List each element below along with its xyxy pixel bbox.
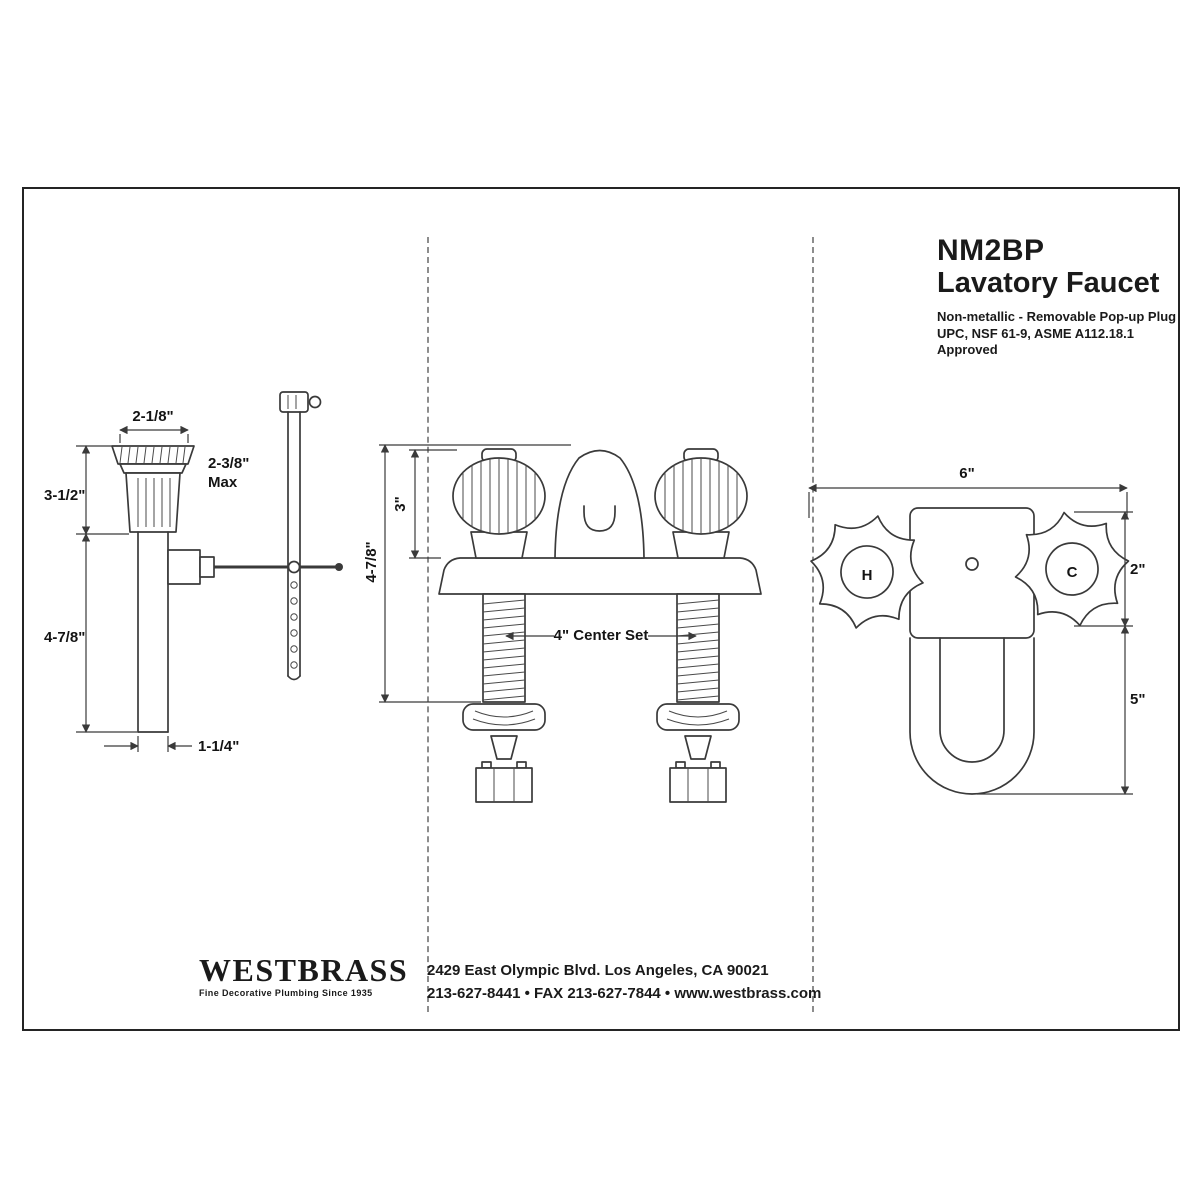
cold-handle-knob: C bbox=[1014, 511, 1130, 627]
model-number: NM2BP bbox=[937, 234, 1045, 267]
section-divider-left bbox=[427, 237, 429, 1012]
drain-depth-suffix-label: Max bbox=[208, 474, 238, 491]
product-subtitle: Non-metallic - Removable Pop-up Plug bbox=[937, 309, 1177, 325]
coupling-nut-right bbox=[669, 761, 727, 803]
pivot-nut bbox=[167, 549, 201, 585]
clevis-holes bbox=[290, 581, 298, 669]
spout-outer-outline bbox=[909, 637, 1035, 795]
faucet-deck bbox=[438, 557, 762, 595]
address-line: 2429 East Olympic Blvd. Los Angeles, CA … bbox=[427, 962, 769, 979]
product-name: Lavatory Faucet bbox=[937, 267, 1160, 299]
lock-washer-right bbox=[656, 703, 740, 731]
hot-handle-knob: H bbox=[810, 515, 924, 629]
center-set-label: 4" Center Set bbox=[554, 627, 649, 644]
drain-body bbox=[125, 472, 181, 533]
handle-left bbox=[452, 448, 546, 559]
cone-washer-right bbox=[684, 735, 712, 760]
handle-height-label: 3" bbox=[392, 496, 409, 511]
lock-washer-left bbox=[462, 703, 546, 731]
drain-body-slots bbox=[137, 478, 171, 527]
body-screw bbox=[965, 557, 979, 571]
spout-inner-outline bbox=[939, 637, 1005, 763]
clevis-screw bbox=[287, 560, 301, 574]
overall-height-label: 4-7/8" bbox=[363, 541, 380, 582]
faucet-spout bbox=[554, 449, 645, 559]
handle-depth-label: 2" bbox=[1130, 561, 1145, 578]
cone-washer-left bbox=[490, 735, 518, 760]
faucet-top-view-drawing: 6" H C 2" 5" bbox=[808, 465, 1145, 795]
drain-upper-height-label: 3-1/2" bbox=[44, 487, 85, 504]
title-block: NM2BP Lavatory Faucet Non-metallic - Rem… bbox=[937, 234, 1187, 358]
drain-top-diameter-label: 2-1/8" bbox=[132, 408, 173, 425]
section-divider-right bbox=[812, 237, 814, 1012]
shank-left bbox=[482, 593, 526, 703]
faucet-front-view-drawing: 4" Center Set 3" 4-7/8" bbox=[363, 444, 762, 803]
shank-right bbox=[676, 593, 720, 703]
drawing-frame: NM2BP Lavatory Faucet Non-metallic - Rem… bbox=[22, 187, 1180, 1031]
brand-tagline: Fine Decorative Plumbing Since 1935 bbox=[199, 988, 373, 998]
brand-name: WESTBRASS bbox=[199, 952, 409, 988]
handle-right bbox=[654, 448, 748, 559]
drain-depth-label: 2-3/8" bbox=[208, 455, 249, 472]
spout-outlet bbox=[583, 505, 616, 532]
top-width-label: 6" bbox=[959, 465, 974, 482]
brand-logo: WESTBRASS Fine Decorative Plumbing Since… bbox=[199, 954, 408, 998]
spout-reach-label: 5" bbox=[1130, 691, 1145, 708]
approvals-text: UPC, NSF 61-9, ASME A112.18.1 Approved bbox=[937, 325, 1135, 357]
drain-assembly-drawing: 2-1/8" 2-3/8" Max 3-1/2" 4-7/8 bbox=[44, 391, 343, 755]
faucet-body-plate bbox=[909, 507, 1035, 639]
drain-lower-height-label: 4-7/8" bbox=[44, 629, 85, 646]
lift-rod-knob bbox=[279, 391, 309, 413]
contact-block: 2429 East Olympic Blvd. Los Angeles, CA … bbox=[427, 959, 821, 1006]
cold-label: C bbox=[1067, 564, 1078, 581]
hot-label: H bbox=[862, 567, 873, 584]
drain-tailpiece-diameter-label: 1-1/4" bbox=[198, 738, 239, 755]
flange-knurling bbox=[119, 446, 186, 464]
contact-line: 213-627-8441 • FAX 213-627-7844 • www.we… bbox=[427, 985, 822, 1003]
coupling-nut-left bbox=[475, 761, 533, 803]
